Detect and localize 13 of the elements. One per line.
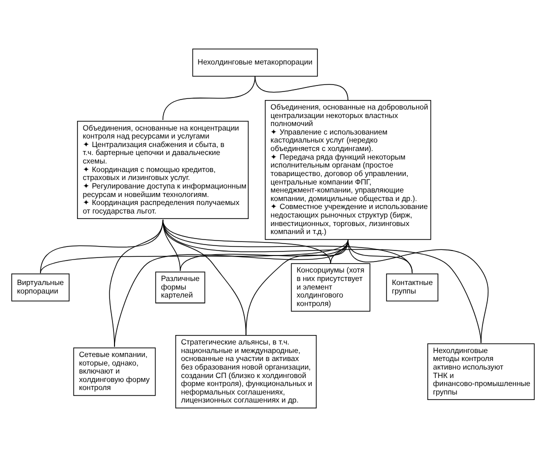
connector [254,75,348,100]
node-box: Нехолдинговые методы контроля активно используют ТНК и финансово-промышленные группы [427,342,535,400]
node-box: Объединения, основанные на добровольной централизации некоторых властных полномочий ✦ Управление с использованием кастодиальных услуг (нередко объединяется с холдингами). ✦ Передача ряда функций некоторым исполнительным органам (простое товарищество, договор об управлении, центральные компании ФПГ, менеджмент-компании, управляющие компании, домицильные общества и др.). ✦ Совместное учреждение и использование недостающих рыночных структур (бирж, инвестиционных, торговых, лизинговых компаний и т.д.) [264,100,432,240]
node-box: Стратегические альянсы, в т.ч. национальные и международные, основанные на участии в активах без образования новой организации, создании СП (близко к холдинговой форме контроля), функциональных и неформальных соглашениях, лицензионных соглашениях и др. [175,334,317,408]
node-box: Различные формы картелей [155,271,206,303]
node-box: Контактные группы [386,272,438,301]
connector [40,238,348,273]
node-box: Нехолдинговые метакорпорации [192,48,318,76]
node-box: Виртуальные корпорации [11,272,70,301]
node-box: Сетевые компании, которые, однако, включают и холдинговую форму контроля [73,347,156,396]
node-box: Объединения, основанные на концентрации контроля над ресурсами и услугами ✦ Централизация снабжения и сбыта, в т.ч. бартерные цепочки и давальческие схемы. ✦ Координация с помощью кредитов, страховых и лизинговых услуг. ✦ Регулирование доступа к информационным ресурсам и новейшим технологиям. ✦ Координация распределения получаемых от государства льгот. [77,120,249,219]
connector [162,75,256,120]
node-box: Консорциумы (хотя в них присутствует и элемент холдингового контроля) [290,262,370,312]
